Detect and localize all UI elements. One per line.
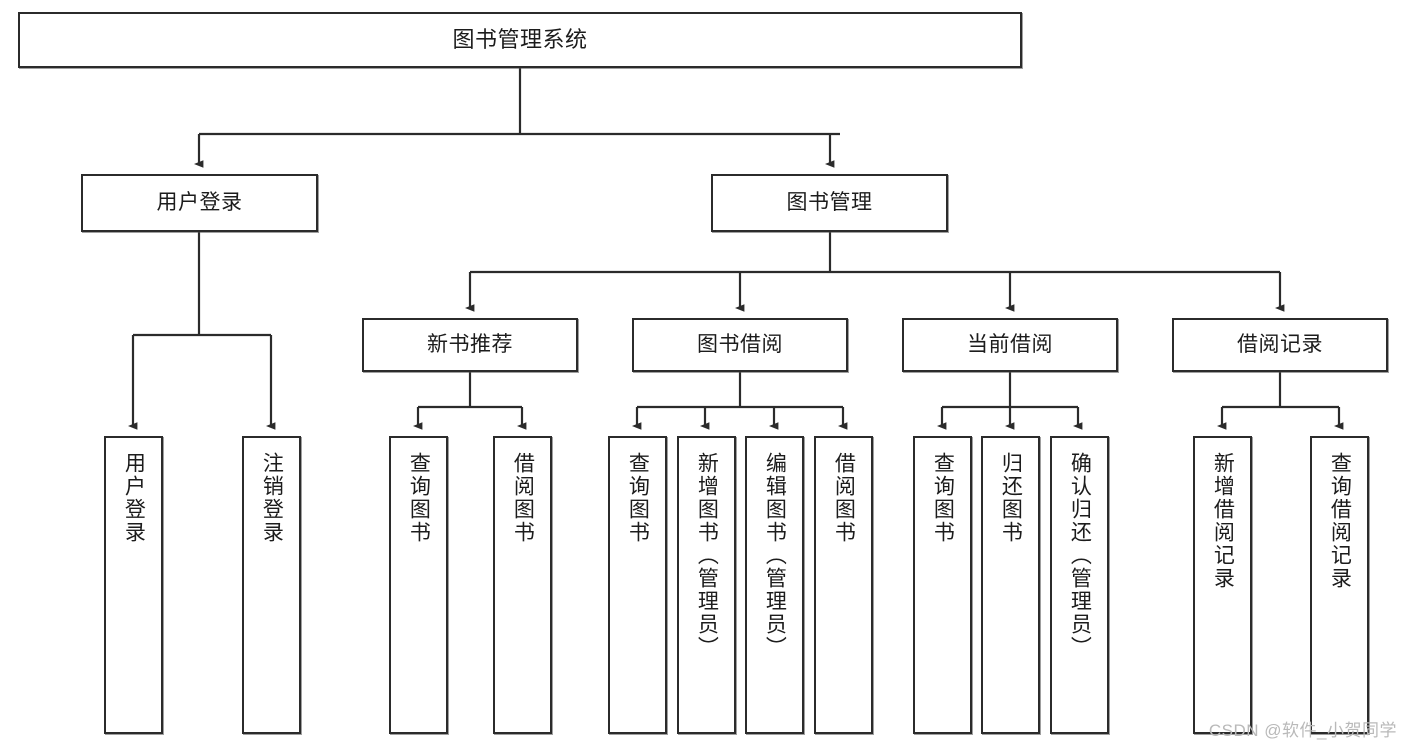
node-label: 注销登录 bbox=[260, 452, 284, 544]
node-label: 用户登录 bbox=[122, 452, 146, 544]
node-leaf-add-borrow-record[interactable]: 新增借阅记录 bbox=[1193, 436, 1252, 734]
node-label: 新增借阅记录 bbox=[1211, 452, 1235, 590]
node-leaf-query-book-recommend[interactable]: 查询图书 bbox=[389, 436, 448, 734]
node-label: 新书推荐 bbox=[427, 332, 513, 356]
node-leaf-logout[interactable]: 注销登录 bbox=[242, 436, 301, 734]
node-label: 归还图书 bbox=[999, 452, 1023, 544]
node-label: 借阅图书 bbox=[511, 452, 535, 544]
node-leaf-borrow-book[interactable]: 借阅图书 bbox=[814, 436, 873, 734]
node-label: 图书管理系统 bbox=[452, 27, 588, 53]
node-label: 借阅图书 bbox=[832, 452, 856, 544]
node-label: 查询图书 bbox=[931, 452, 955, 544]
node-leaf-borrow-book-recommend[interactable]: 借阅图书 bbox=[493, 436, 552, 734]
node-borrow-record[interactable]: 借阅记录 bbox=[1172, 318, 1388, 372]
node-new-book-recommend[interactable]: 新书推荐 bbox=[362, 318, 578, 372]
node-leaf-return-book[interactable]: 归还图书 bbox=[981, 436, 1040, 734]
node-leaf-query-book-borrow[interactable]: 查询图书 bbox=[608, 436, 667, 734]
node-label: 查询图书 bbox=[407, 452, 431, 544]
node-leaf-query-book-current[interactable]: 查询图书 bbox=[913, 436, 972, 734]
node-label: 用户登录 bbox=[156, 190, 243, 214]
node-current-borrow[interactable]: 当前借阅 bbox=[902, 318, 1118, 372]
node-leaf-query-borrow-record[interactable]: 查询借阅记录 bbox=[1310, 436, 1369, 734]
node-leaf-add-book-admin[interactable]: 新增图书（管理员） bbox=[677, 436, 736, 734]
node-label: 查询借阅记录 bbox=[1328, 452, 1352, 590]
node-book-management[interactable]: 图书管理 bbox=[711, 174, 948, 232]
node-user-login[interactable]: 用户登录 bbox=[81, 174, 318, 232]
node-label: 图书借阅 bbox=[697, 332, 783, 356]
node-root-system[interactable]: 图书管理系统 bbox=[18, 12, 1022, 68]
node-leaf-confirm-return-admin[interactable]: 确认归还（管理员） bbox=[1050, 436, 1109, 734]
node-label: 编辑图书（管理员） bbox=[763, 452, 787, 659]
node-leaf-edit-book-admin[interactable]: 编辑图书（管理员） bbox=[745, 436, 804, 734]
node-label: 查询图书 bbox=[626, 452, 650, 544]
node-label: 借阅记录 bbox=[1237, 332, 1323, 356]
node-book-borrow[interactable]: 图书借阅 bbox=[632, 318, 848, 372]
node-label: 确认归还（管理员） bbox=[1068, 452, 1092, 659]
node-leaf-user-login[interactable]: 用户登录 bbox=[104, 436, 163, 734]
node-label: 新增图书（管理员） bbox=[695, 452, 719, 659]
node-label: 当前借阅 bbox=[967, 332, 1053, 356]
watermark-text: CSDN @软件_小贺同学 bbox=[1208, 721, 1397, 740]
node-label: 图书管理 bbox=[786, 190, 873, 214]
